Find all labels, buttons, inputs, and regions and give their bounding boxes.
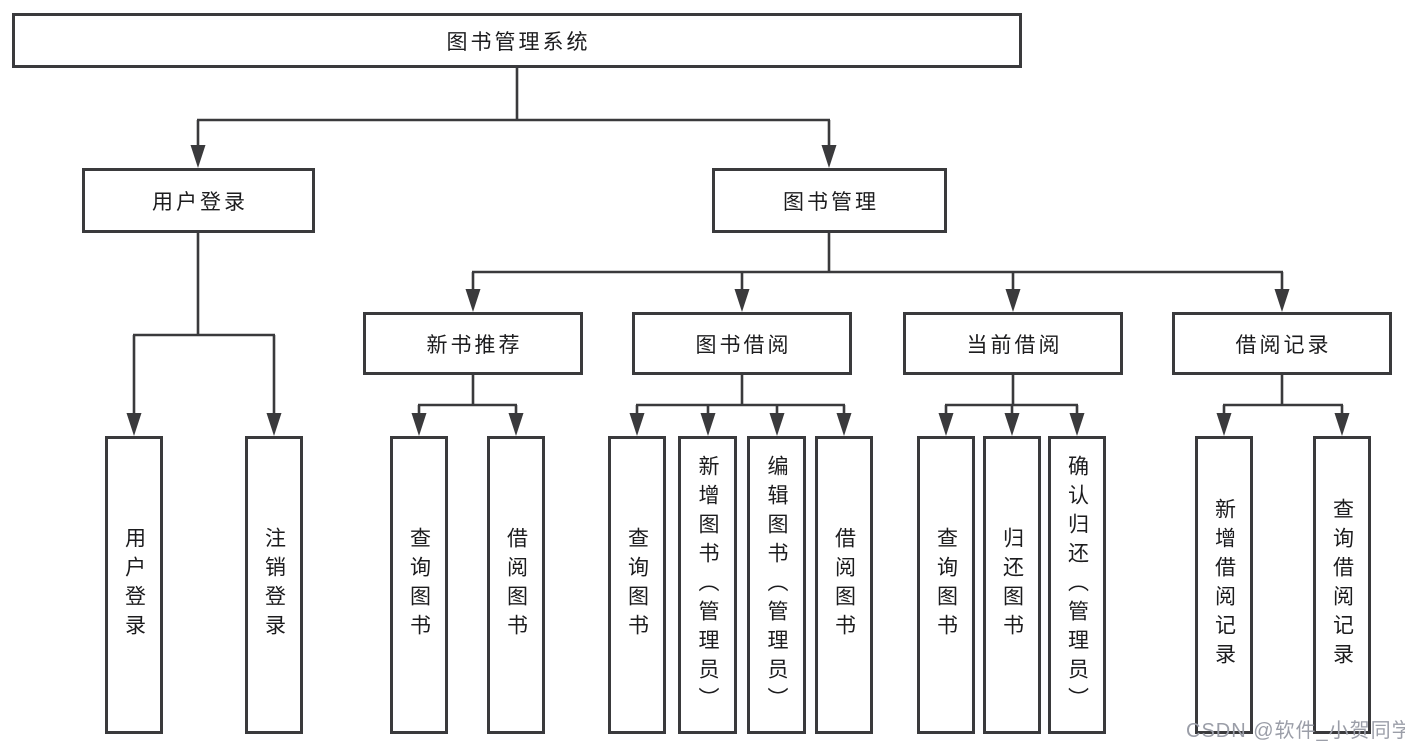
node-label: 用户登录	[122, 527, 146, 643]
node-label: 编辑图书（管理员）	[765, 454, 788, 716]
node-current-borrowing: 当前借阅	[903, 312, 1123, 375]
node-label: 新增图书（管理员）	[696, 454, 719, 716]
leaf-edit-books-admin: 编辑图书（管理员）	[747, 436, 806, 734]
node-label: 借阅图书	[504, 527, 528, 643]
node-new-book-recommend: 新书推荐	[363, 312, 583, 375]
node-label: 确认归还（管理员）	[1065, 454, 1089, 716]
node-label: 新书推荐	[426, 333, 523, 357]
leaf-query-books-3: 查询图书	[917, 436, 975, 734]
node-label: 借阅图书	[832, 527, 856, 643]
leaf-confirm-return-admin: 确认归还（管理员）	[1048, 436, 1106, 734]
node-label: 用户登录	[152, 190, 248, 214]
leaf-add-borrow-record: 新增借阅记录	[1195, 436, 1253, 734]
leaf-borrow-books-2: 借阅图书	[815, 436, 873, 734]
node-label: 查询图书	[625, 527, 649, 643]
node-label: 图书管理	[783, 190, 879, 214]
node-user-login: 用户登录	[82, 168, 315, 233]
node-label: 图书管理系统	[446, 30, 591, 54]
csdn-watermark: CSDN @软件_小贺同学	[1186, 720, 1405, 742]
leaf-add-books-admin: 新增图书（管理员）	[678, 436, 737, 734]
node-label: 当前借阅	[966, 333, 1063, 357]
node-label: 新增借阅记录	[1212, 498, 1236, 672]
leaf-user-login: 用户登录	[105, 436, 163, 734]
node-book-borrowing: 图书借阅	[632, 312, 852, 375]
node-label: 查询图书	[934, 527, 958, 643]
node-label: 归还图书	[1000, 527, 1024, 643]
node-label: 借阅记录	[1235, 333, 1332, 357]
leaf-logout: 注销登录	[245, 436, 303, 734]
node-label: 查询借阅记录	[1330, 498, 1354, 672]
leaf-query-borrow-record: 查询借阅记录	[1313, 436, 1371, 734]
leaf-borrow-books: 借阅图书	[487, 436, 545, 734]
node-borrowing-records: 借阅记录	[1172, 312, 1392, 375]
leaf-return-books: 归还图书	[983, 436, 1041, 734]
leaf-query-books: 查询图书	[390, 436, 448, 734]
node-label: 图书借阅	[695, 333, 792, 357]
node-label: 注销登录	[262, 527, 286, 643]
leaf-query-books-2: 查询图书	[608, 436, 666, 734]
node-label: 查询图书	[407, 527, 431, 643]
node-library-system: 图书管理系统	[12, 13, 1022, 68]
node-book-management: 图书管理	[712, 168, 947, 233]
